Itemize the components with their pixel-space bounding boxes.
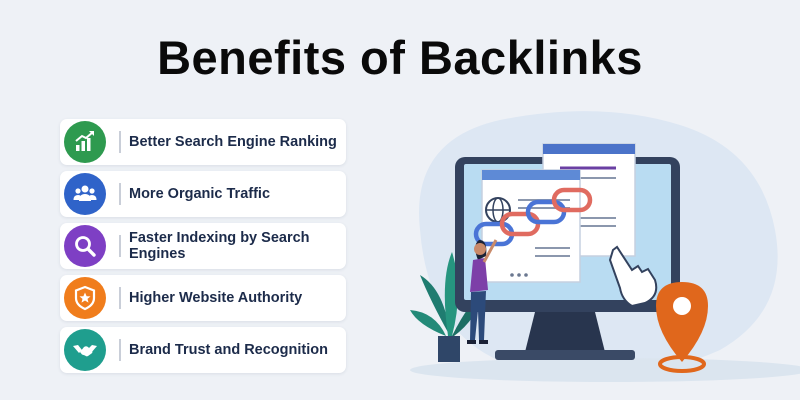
list-item-better-ranking: Better Search Engine Ranking	[60, 119, 346, 165]
benefit-label: Higher Website Authority	[129, 290, 303, 306]
plant-icon	[410, 252, 486, 362]
list-item-website-authority: Higher Website Authority	[60, 275, 346, 321]
backlinks-illustration	[410, 111, 800, 382]
divider	[119, 287, 121, 309]
divider	[119, 339, 121, 361]
pointing-hand-icon	[608, 245, 658, 308]
divider	[119, 235, 121, 257]
handshake-icon	[64, 329, 106, 371]
users-group-icon	[64, 173, 106, 215]
benefit-label: More Organic Traffic	[129, 186, 271, 202]
benefit-label: Brand Trust and Recognition	[129, 342, 328, 358]
benefit-label: Better Search Engine Ranking	[129, 134, 337, 150]
benefits-list: Better Search Engine Ranking More Organi…	[60, 119, 346, 379]
page-title: Benefits of Backlinks	[157, 31, 643, 84]
magnifier-icon	[64, 225, 106, 267]
divider	[119, 183, 121, 205]
person-icon	[467, 239, 498, 344]
growth-chart-icon	[64, 121, 106, 163]
star-shield-icon	[64, 277, 106, 319]
list-item-brand-trust: Brand Trust and Recognition	[60, 327, 346, 373]
list-item-organic-traffic: More Organic Traffic	[60, 171, 346, 217]
benefit-label: Faster Indexing by Search Engines	[129, 230, 310, 262]
list-item-faster-indexing: Faster Indexing by Search Engines	[60, 223, 346, 269]
location-pin-icon	[656, 282, 708, 373]
divider	[119, 131, 121, 153]
